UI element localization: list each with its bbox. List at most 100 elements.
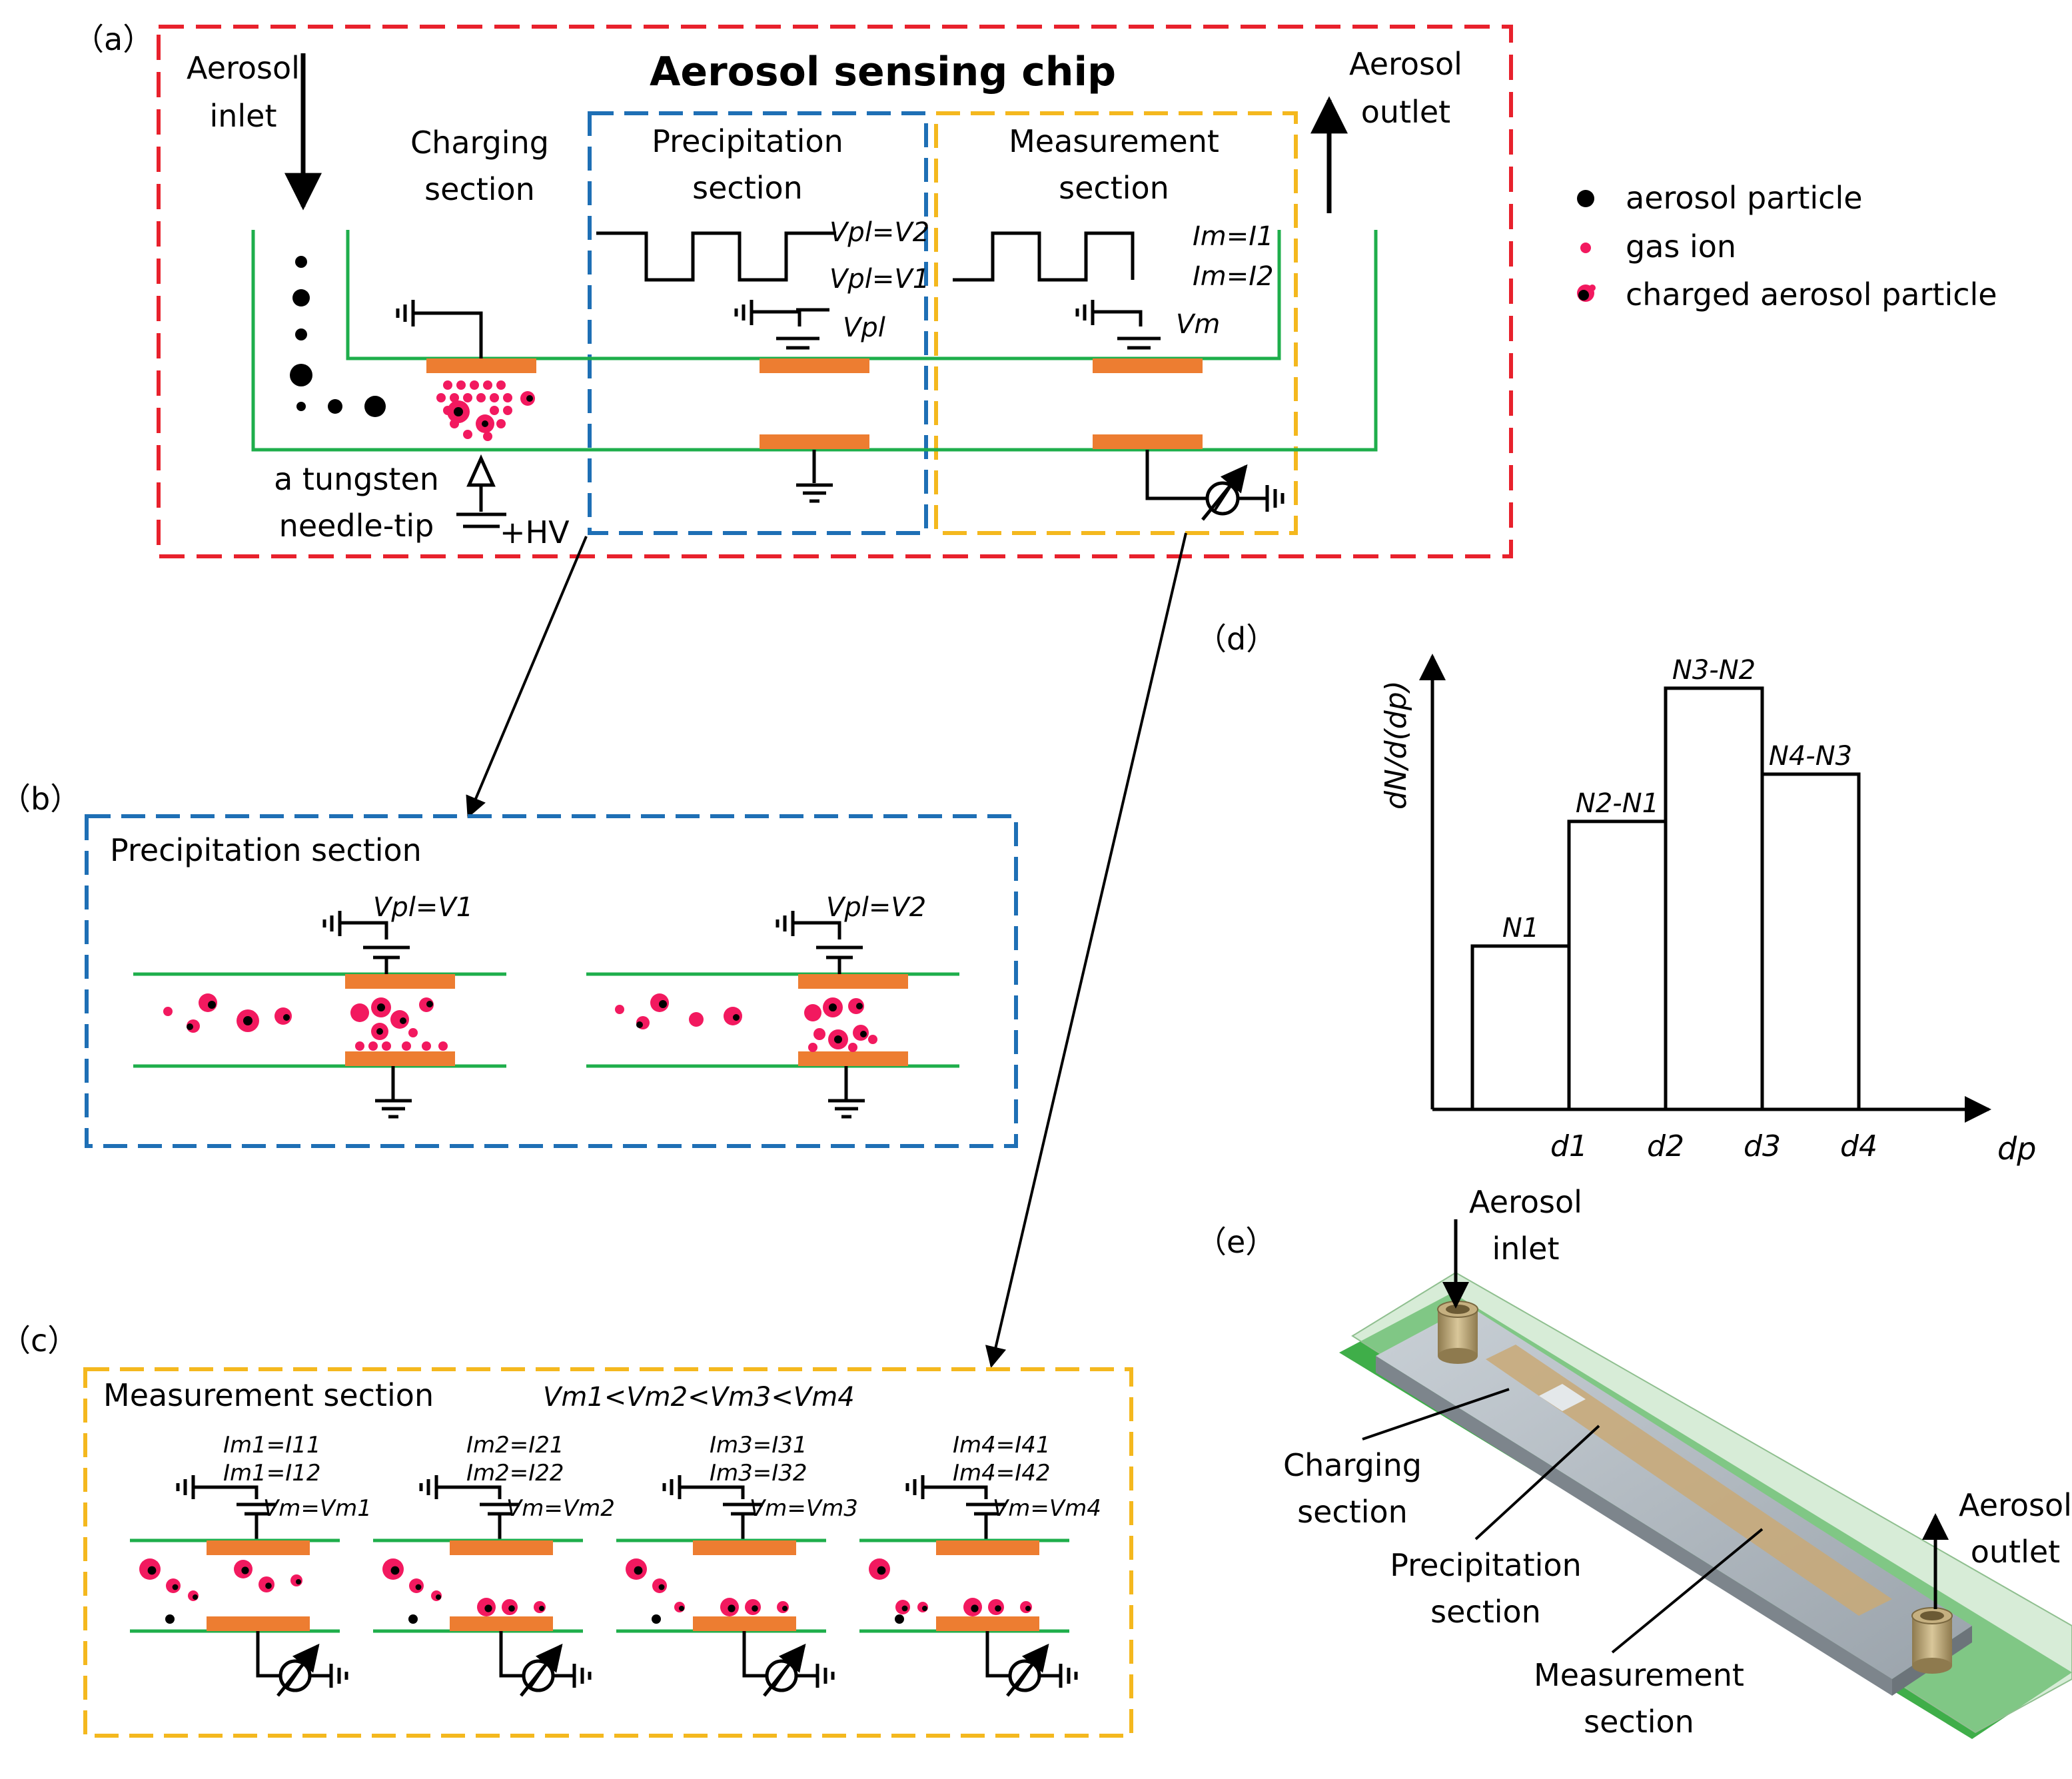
d-y-label: dN/d(dp) [1379,680,1413,810]
charged-particles [869,1558,1032,1624]
bias-wire [923,1485,988,1499]
chip-channel-side [1376,1356,1892,1696]
ground-icon [1265,485,1285,512]
x-tick-label: d2 [1647,1129,1684,1163]
bottom-electrode [450,1616,553,1631]
e-precip-label-1: Precipitation [1390,1547,1582,1583]
ammeter-arrow [763,1643,806,1697]
x-tick-label: d1 [1550,1129,1588,1163]
zoom-arrow-measure [985,532,1187,1369]
charging-electrode [426,358,536,373]
panel-b-title: Precipitation section [110,832,422,868]
precip-vpl-label: Vpl [843,312,885,343]
cell-voltage: Vm=Vm1 [263,1495,372,1522]
measure-label-1: Measurement [1009,123,1219,159]
legend-gas-ion-label: gas ion [1626,229,1736,265]
chip-electrode-gap [1539,1384,1586,1411]
panel-c: （c） Measurement section Vm1<Vm2<Vm3<Vm4 … [0,1323,1133,1738]
ground-icon [734,300,754,325]
chip-outer-frame [157,25,1513,558]
ground-icon [1059,1664,1078,1688]
measure-label-2: section [1059,170,1169,206]
bottom-electrode [693,1616,796,1631]
precip-cell-v1-label: Vpl=V1 [373,892,473,923]
charged-particles [626,1558,789,1624]
bias-wire [193,1485,259,1499]
cell-current-2: Im1=I12 [223,1460,321,1486]
measure-bias-wire [1093,310,1143,326]
precip-callout [1474,1425,1600,1540]
legend-aerosol-icon [1577,190,1594,207]
histogram-bar [1567,820,1668,1111]
x-tick-label: d4 [1840,1129,1877,1163]
precip-cell-v2-label: Vpl=V2 [826,892,926,923]
e-outlet-label-2: outlet [1971,1534,2060,1570]
cell-current-2: Im4=I42 [953,1460,1051,1486]
precip-label-2: section [692,170,803,206]
legend-gas-ion-icon [1580,243,1591,253]
charging-label-1: Charging [410,125,549,161]
outlet-label-1: Aerosol [1349,46,1462,82]
charging-label-2: section [424,171,535,207]
bar-label: N2-N1 [1576,788,1659,819]
ground-icon [905,1475,925,1499]
meter-wire [256,1631,280,1678]
ground-icon [796,483,833,503]
precip-top-electrode [760,358,869,373]
panel-a-tag: （a） [73,21,153,57]
cell-current-1: Im3=I31 [710,1432,807,1459]
ion-cloud-cores [454,395,533,427]
panel-b-frame [85,814,1018,1148]
d-x-label: dp [1997,1131,2036,1167]
needle-label-2: needle-tip [279,508,434,544]
precip-vpl-v2: Vpl=V2 [829,217,929,248]
histogram-bar [1470,944,1571,1111]
outlet-tube [1911,1607,1953,1674]
precip-label-1: Precipitation [652,123,843,159]
panel-c-tag: （c） [0,1323,78,1359]
incoming-particles [290,256,386,417]
legend-charged-label: charged aerosol particle [1626,277,1997,312]
cell-voltage: Vm=Vm3 [750,1495,858,1522]
panel-b: （b） Precipitation section [0,781,1018,1148]
e-inlet-label-2: inlet [1492,1231,1559,1267]
legend: aerosol particle gas ion charged aerosol… [1577,180,1997,312]
cell-voltage: Vm=Vm4 [993,1495,1101,1522]
panel-a: （a） Aerosol sensing chip Aerosol inlet A… [73,21,1513,558]
measure-callout [1611,1528,1764,1654]
top-electrode [936,1540,1039,1555]
ammeter-arrow [1201,464,1248,521]
ground-icon [662,1475,682,1499]
cell-current-2: Im3=I32 [710,1460,807,1486]
panel-d-tag: （d） [1196,621,1277,657]
cell-current-2: Im2=I22 [466,1460,564,1486]
ground-icon [419,1475,438,1499]
panel-e: （e） Aerosol inlet Aerosol outlet [1196,1184,2072,1740]
meter-wire [985,1631,1009,1678]
needle-label-1: a tungsten [274,461,439,497]
charged-particles [382,1558,546,1624]
ground-icon [815,1664,835,1688]
precip-cell-v1: Vpl=V1 [133,892,506,1119]
bottom-electrode [207,1616,310,1631]
measure-waveform [953,231,1135,282]
e-measure-label-2: section [1584,1704,1694,1740]
meter-wire [499,1631,523,1678]
chip-title: Aerosol sensing chip [650,49,1116,95]
e-outlet-label-1: Aerosol [1959,1487,2072,1523]
top-electrode [693,1540,796,1555]
cell-current-1: Im2=I21 [466,1432,564,1459]
measure-vm-label: Vm [1176,309,1220,340]
bias-wire [680,1485,745,1499]
precip-cell-v2: Vpl=V2 [586,892,959,1119]
precip-vpl-v1: Vpl=V1 [829,264,929,295]
charging-callout [1362,1388,1510,1441]
cell-voltage: Vm=Vm2 [506,1495,615,1522]
bottom-electrode [936,1616,1039,1631]
legend-charged-icon [1577,285,1596,302]
